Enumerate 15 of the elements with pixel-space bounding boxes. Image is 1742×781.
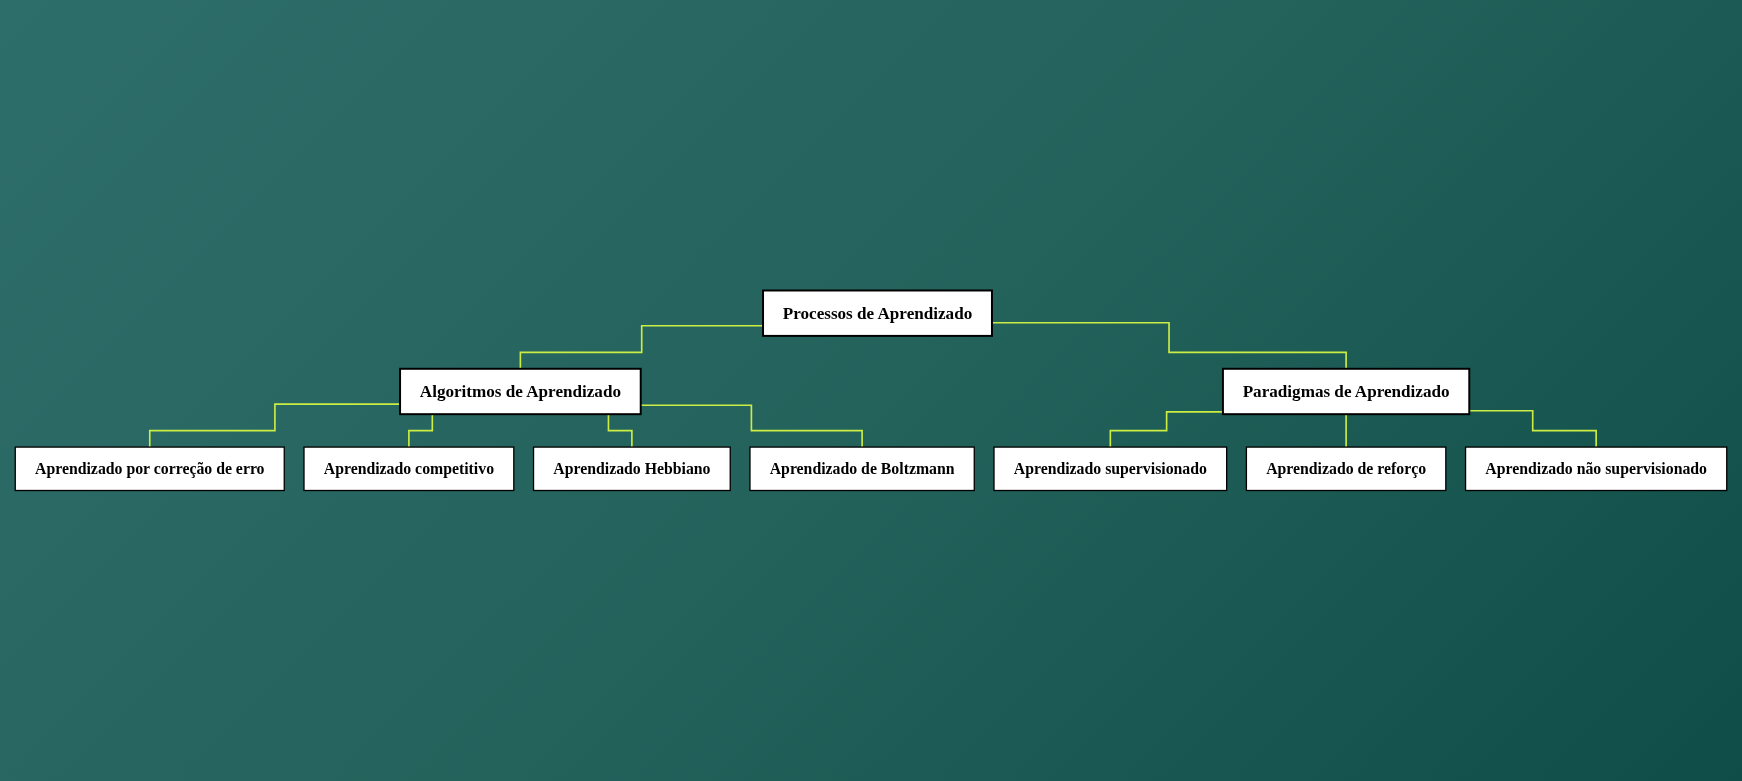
- connector: [519, 324, 764, 370]
- connector: [1109, 411, 1224, 448]
- node-box: Algoritmos de Aprendizado: [399, 367, 642, 416]
- node-box: Aprendizado de Boltzmann: [749, 446, 975, 492]
- node-box: Aprendizado por correção de erro: [14, 446, 285, 492]
- node-box: Processos de Aprendizado: [762, 289, 993, 337]
- connector: [1345, 413, 1347, 448]
- node-box: Paradigmas de Aprendizado: [1221, 367, 1471, 416]
- node-box: Aprendizado competitivo: [303, 446, 515, 492]
- node-box: Aprendizado supervisionado: [993, 446, 1228, 492]
- node-box: Aprendizado de reforço: [1245, 446, 1447, 492]
- node-box: Aprendizado não supervisionado: [1464, 446, 1728, 492]
- connector: [148, 403, 401, 448]
- connector: [991, 321, 1347, 370]
- node-box: Aprendizado Hebbiano: [532, 446, 731, 492]
